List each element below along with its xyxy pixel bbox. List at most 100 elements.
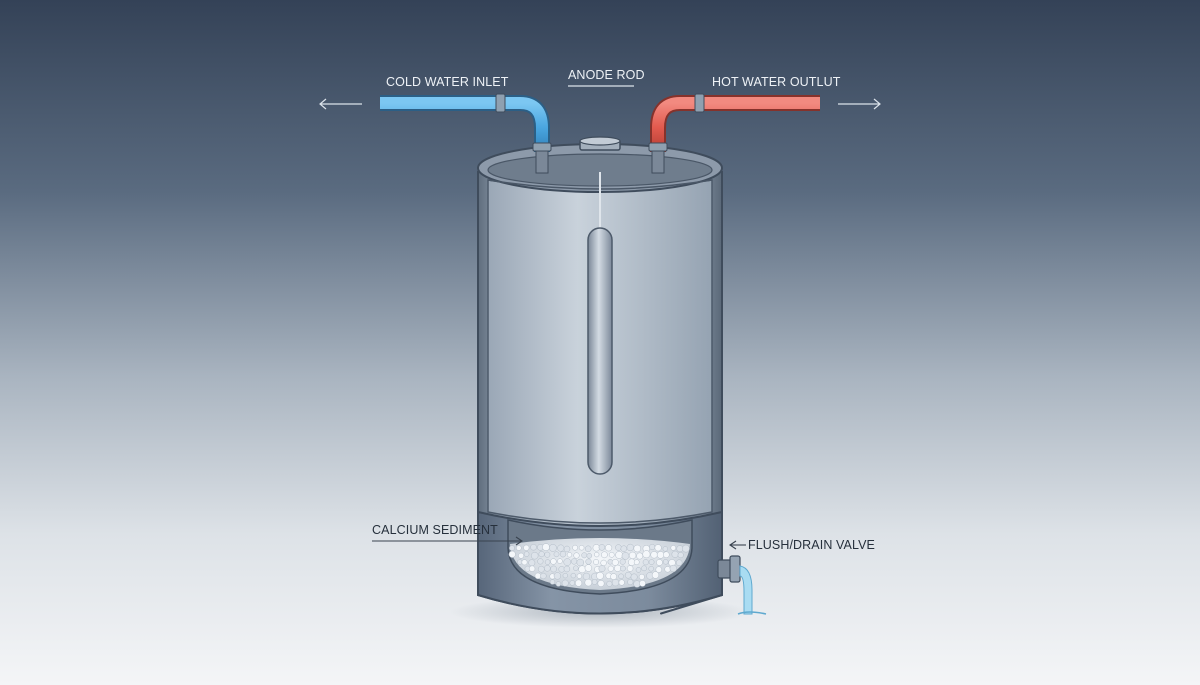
- sediment-pebble: [627, 578, 634, 586]
- cold-water-inlet-label: COLD WATER INLET: [386, 75, 509, 89]
- sediment-pebble: [628, 551, 637, 560]
- sediment-pebble: [578, 544, 585, 551]
- hot-water-outlet-label: HOT WATER OUTLUT: [712, 75, 841, 89]
- drain-valve[interactable]: [717, 555, 741, 583]
- sediment-pebble: [544, 559, 551, 565]
- sediment-pebble: [528, 559, 536, 567]
- sediment-pebble: [508, 550, 516, 558]
- sediment-pebble: [594, 551, 600, 558]
- hot-outlet-arrow: [838, 98, 881, 110]
- sediment-leader-line: [372, 536, 523, 546]
- sediment-pebble: [530, 543, 537, 551]
- calcium-sediment-label: CALCIUM SEDIMENT: [372, 523, 498, 537]
- drain-valve-arrow: [729, 540, 746, 550]
- sediment-pebble: [662, 546, 668, 552]
- sediment-pebble: [555, 581, 562, 587]
- sediment-pebble: [585, 558, 592, 565]
- sediment-pebble: [600, 559, 607, 567]
- sediment-pebble: [596, 571, 604, 580]
- sediment-pebble: [563, 558, 572, 566]
- flush-drain-valve-label: FLUSH/DRAIN VALVE: [748, 538, 875, 552]
- sediment-pebble: [553, 572, 562, 580]
- sediment-pebble: [576, 573, 583, 579]
- sediment-pebble: [618, 573, 624, 580]
- sediment-pebble: [605, 544, 613, 552]
- sediment-pebble: [540, 572, 547, 580]
- sediment-pebble: [549, 544, 557, 552]
- sediment-pebble: [573, 552, 580, 559]
- sediment-pebble: [523, 544, 530, 551]
- sediment-pebble: [620, 565, 626, 572]
- sediment-pebble: [598, 565, 606, 573]
- top-fitting: [579, 136, 621, 151]
- sediment-pebble: [671, 550, 679, 558]
- sediment-pebble: [573, 565, 579, 571]
- sediment-pebble: [624, 571, 632, 579]
- sediment-pebble: [537, 558, 544, 565]
- sediment-pebble: [639, 580, 646, 587]
- sediment-pebble: [655, 566, 663, 573]
- sediment-pebble: [606, 580, 613, 587]
- sediment-pebble: [591, 579, 598, 585]
- sediment-pebble: [570, 558, 578, 565]
- sediment-pebble: [578, 565, 587, 574]
- sediment-pebble: [549, 579, 556, 585]
- sediment-pebble: [650, 551, 658, 559]
- sediment-pebble: [518, 552, 525, 559]
- sediment-pebble: [572, 544, 578, 551]
- sediment-pebble: [537, 565, 545, 573]
- sediment-pebble: [563, 565, 571, 573]
- sediment-pebble: [550, 565, 557, 573]
- sediment-pebble: [619, 558, 626, 565]
- sediment-pebble: [648, 559, 655, 565]
- sediment-pebble: [561, 579, 569, 587]
- sediment-pebble: [584, 564, 593, 572]
- sediment-pebble: [654, 544, 662, 552]
- sediment-pebble: [669, 564, 677, 573]
- sediment-pebble: [641, 565, 647, 572]
- sediment-pebble: [648, 565, 654, 572]
- sediment-pebble: [557, 544, 565, 552]
- sediment-pebble: [584, 578, 593, 587]
- sediment-pebble: [670, 545, 677, 551]
- sediment-bowl: [507, 519, 693, 595]
- sediment-pebble: [651, 571, 660, 579]
- sediment-pebble: [642, 559, 649, 566]
- sediment-pebble: [570, 572, 576, 579]
- sediment-pebble: [553, 551, 560, 558]
- sediment-pebble: [610, 573, 617, 580]
- sediment-pebble: [557, 558, 563, 564]
- sediment-pebble: [562, 572, 568, 579]
- sediment-pebble: [584, 545, 592, 553]
- sediment-pebble: [608, 551, 615, 558]
- sediment-pebble: [607, 565, 614, 572]
- sediment-pebble: [638, 573, 645, 580]
- sediment-pebble: [682, 544, 690, 553]
- sediment-pebble: [662, 559, 669, 565]
- sediment-pebble: [620, 545, 628, 552]
- cold-water-pipe: [380, 93, 552, 174]
- sediment-pebble: [635, 567, 642, 573]
- sediment-pebble: [544, 551, 551, 558]
- sediment-pebble: [664, 566, 671, 573]
- sediment-pebble: [542, 543, 550, 551]
- sediment-pebble: [663, 551, 670, 558]
- sediment-pebble: [630, 573, 638, 581]
- sediment-pebble: [614, 564, 622, 572]
- cold-inlet-arrow: [319, 98, 362, 110]
- sediment-pebble: [576, 558, 585, 567]
- sediment-pebble: [649, 543, 656, 551]
- sediment-pebble: [550, 558, 557, 565]
- anode-rod: [587, 172, 613, 475]
- water-stream: [739, 565, 753, 615]
- sediment-pebble: [534, 572, 542, 580]
- sediment-pebble: [517, 559, 523, 565]
- sediment-pebble: [611, 558, 619, 566]
- sediment-pebble: [516, 545, 522, 551]
- anode-rod-label: ANODE ROD: [568, 68, 645, 82]
- sediment-pebble: [618, 579, 625, 586]
- sediment-pebble: [597, 580, 605, 587]
- sediment-pebble: [598, 544, 606, 551]
- sediment-pebble: [611, 578, 620, 587]
- sediment-pebble: [509, 545, 515, 551]
